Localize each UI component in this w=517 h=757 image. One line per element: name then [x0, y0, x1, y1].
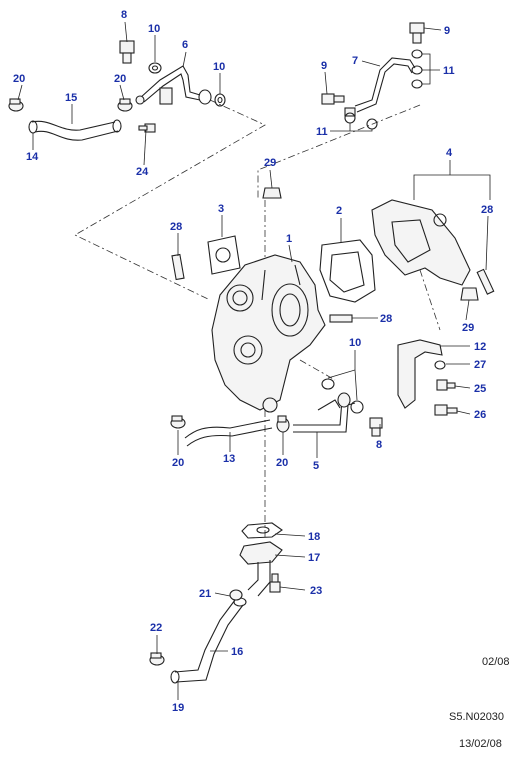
gasket-3: [207, 235, 241, 275]
drawing-date: 13/02/08: [459, 738, 502, 750]
banjo-bolt-upper: [119, 40, 135, 64]
callout-10-lower: 10: [349, 337, 361, 349]
callout-29-upper: 29: [264, 157, 276, 169]
callout-21: 21: [199, 588, 211, 600]
callout-16: 16: [231, 646, 243, 658]
drawing-code: S5.N02030: [449, 711, 505, 723]
callout-5: 5: [313, 460, 319, 472]
oil-hose-upper: [28, 119, 122, 141]
hose-clamp-left: [8, 98, 24, 112]
sealing-washer-upper: [148, 62, 162, 74]
hose-clamp-21: [229, 589, 243, 601]
bolt-25: [436, 379, 456, 391]
stud-28-left: [171, 253, 185, 281]
callout-20-upper-left: 20: [13, 73, 25, 85]
callout-28-left: 28: [170, 221, 182, 233]
gasket-2: [319, 239, 376, 303]
bolt-26: [434, 404, 458, 416]
callout-12: 12: [474, 341, 486, 353]
sealing-washers-11-right: [411, 49, 423, 89]
callout-29-lower: 29: [462, 322, 474, 334]
bolt-23: [269, 573, 281, 593]
bolt-9-top: [409, 22, 425, 44]
bolt-24: [138, 123, 156, 133]
callout-labels: 8 10 6 10 20 20 15 14 24 9 7 9 11 11 29 …: [13, 9, 493, 714]
callout-25: 25: [474, 383, 486, 395]
callout-13: 13: [223, 453, 235, 465]
oil-hose-13: [184, 419, 273, 447]
revision-code: 02/08: [482, 656, 510, 668]
stud-28-right: [476, 268, 495, 295]
callout-17: 17: [308, 552, 320, 564]
callout-26: 26: [474, 409, 486, 421]
oil-feed-pipe: [135, 65, 212, 105]
stud-28-lower: [329, 314, 353, 323]
callout-15: 15: [65, 92, 77, 104]
callout-10-upper: 10: [148, 23, 160, 35]
callout-20-lower-mid: 20: [276, 457, 288, 469]
callout-10-mid: 10: [213, 61, 225, 73]
callout-9-top: 9: [444, 25, 450, 37]
callout-7: 7: [352, 55, 358, 67]
callout-23: 23: [310, 585, 322, 597]
callout-9-left: 9: [321, 60, 327, 72]
callout-8-lower: 8: [376, 439, 382, 451]
callout-8-upper: 8: [121, 9, 127, 21]
hose-clamp-22: [149, 652, 165, 666]
turbocharger: [211, 254, 326, 413]
callout-11-right: 11: [443, 65, 455, 77]
callout-4: 4: [446, 147, 453, 159]
callout-3: 3: [218, 203, 224, 215]
callout-2: 2: [336, 205, 342, 217]
hose-clamp-right: [117, 98, 133, 112]
oil-hose-lower-16: [170, 597, 247, 684]
callout-11-lower: 11: [316, 126, 328, 138]
bracket-12: [397, 339, 443, 409]
callout-14: 14: [26, 151, 39, 163]
callout-28-right: 28: [481, 204, 493, 216]
sealing-washers-10-lower: [321, 378, 364, 414]
washer-27: [434, 360, 446, 370]
bolt-9-left: [321, 93, 345, 105]
callout-22: 22: [150, 622, 162, 634]
callout-28-lower: 28: [380, 313, 392, 325]
leader-lines: [17, 21, 491, 700]
callout-19: 19: [172, 702, 184, 714]
gasket-18: [241, 522, 283, 539]
callout-27: 27: [474, 359, 486, 371]
callout-24: 24: [136, 166, 149, 178]
nut-29-lower: [460, 287, 479, 301]
hose-clamp-lower-left: [170, 415, 186, 429]
callout-20-upper-right: 20: [114, 73, 126, 85]
nut-29-upper: [262, 187, 282, 199]
callout-20-lower-left: 20: [172, 457, 184, 469]
callout-18: 18: [308, 531, 320, 543]
callout-6: 6: [182, 39, 188, 51]
hose-clamp-lower-mid: [276, 415, 290, 433]
exhaust-manifold: [371, 199, 471, 286]
oil-return-pipe: [344, 57, 416, 117]
callout-1: 1: [286, 233, 292, 245]
